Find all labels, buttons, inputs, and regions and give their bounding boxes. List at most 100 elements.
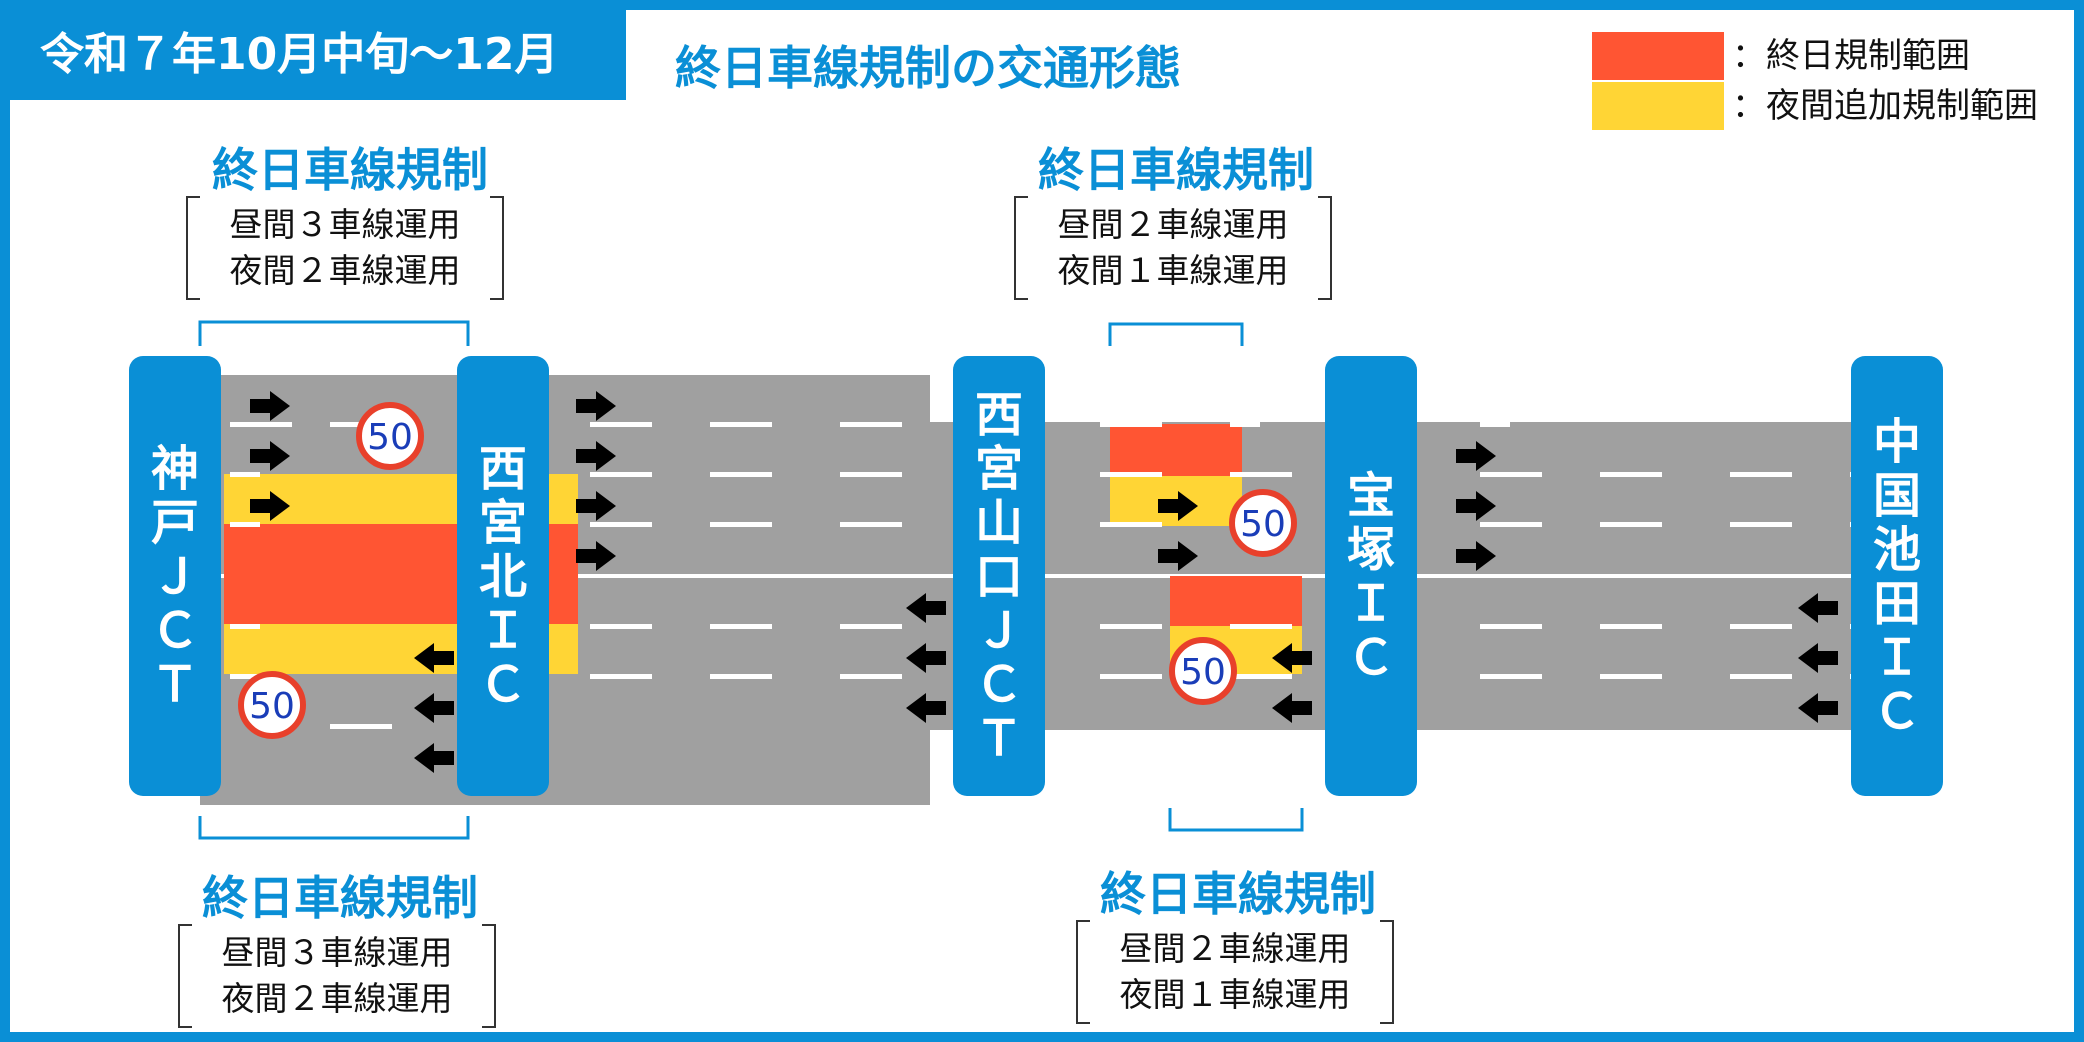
traffic-arrows	[250, 391, 1838, 773]
legend-swatch-full-day	[1592, 32, 1724, 80]
interchange-label-char: Ｃ	[151, 603, 199, 659]
bracket-line-night: 夜間２車線運用	[221, 979, 453, 1018]
arrow-left-icon	[906, 693, 946, 723]
lane-dash	[1230, 422, 1260, 427]
interchange-label-char: Ｉ	[1873, 630, 1921, 686]
interchange-label-char: 中	[1873, 414, 1921, 470]
arrow-left-icon	[414, 643, 454, 673]
lane-dash	[590, 472, 652, 477]
arrow-right-icon	[250, 391, 290, 421]
lane-dash	[590, 674, 652, 679]
interchange-label-char: Ｃ	[1873, 684, 1921, 740]
section-title-bottom-left: 終日車線規制	[202, 871, 478, 925]
legend-label-night: ：夜間追加規制範囲	[1732, 86, 2038, 126]
speed-limit-sign: 50	[356, 402, 424, 470]
lane-dash	[840, 422, 902, 427]
bracket-top-right: 昼間２車線運用 夜間１車線運用	[1014, 196, 1332, 300]
arrow-left-icon	[414, 743, 454, 773]
lane-dash	[230, 472, 260, 477]
bracket-bottom-right: 昼間２車線運用 夜間１車線運用	[1076, 920, 1394, 1024]
arrow-right-icon	[576, 491, 616, 521]
lane-dash	[710, 472, 772, 477]
bracket-line-daytime: 昼間２車線運用	[1119, 929, 1351, 968]
interchange-label-char: Ｃ	[975, 657, 1023, 713]
interchange-label-char: Ｉ	[479, 603, 527, 659]
lane-dash	[230, 522, 260, 527]
speed-limit-sign: 50	[1169, 637, 1237, 705]
interchange-pillar-bg	[1851, 356, 1943, 796]
lane-dash	[710, 522, 772, 527]
lane-dash	[1100, 674, 1162, 679]
speed-limit-sign: 50	[1229, 489, 1297, 557]
bracket-line-night: 夜間１車線運用	[1119, 975, 1351, 1014]
speed-sign-value: 50	[1240, 504, 1286, 545]
lane-dash	[230, 674, 260, 679]
lane-dash	[1480, 624, 1542, 629]
bracket-line-night: 夜間２車線運用	[229, 251, 461, 290]
lane-dash	[1230, 624, 1292, 629]
span-bracket-top-right	[1108, 322, 1244, 346]
arrow-right-icon	[1158, 541, 1198, 571]
lane-dash	[230, 422, 292, 427]
interchange-label-char: 北	[479, 549, 527, 605]
interchange-label-char: Ｉ	[1347, 576, 1395, 632]
lane-dash	[840, 624, 902, 629]
speed-sign-ring	[1229, 489, 1297, 557]
arrow-left-icon	[906, 593, 946, 623]
arrow-left-icon	[1798, 593, 1838, 623]
lane-dash	[710, 624, 772, 629]
lane-dash	[590, 624, 652, 629]
speed-sign-value: 50	[249, 686, 295, 727]
interchange-label-char: 戸	[151, 495, 199, 551]
speed-sign-ring	[238, 671, 306, 739]
lane-dash	[1730, 624, 1792, 629]
interchange-label-char: Ｔ	[975, 711, 1023, 767]
interchange-label-char: 西	[479, 441, 527, 497]
lane-dash	[1230, 472, 1260, 477]
lane-dash	[710, 674, 772, 679]
lane-dash	[840, 472, 902, 477]
lane-dash	[1730, 522, 1792, 527]
interchange-label-char: 田	[1873, 576, 1921, 632]
arrow-left-icon	[1798, 693, 1838, 723]
bracket-line-daytime: 昼間３車線運用	[229, 205, 461, 244]
arrow-right-icon	[576, 441, 616, 471]
lane-dash	[1600, 624, 1662, 629]
interchange-label-char: Ｊ	[975, 603, 1023, 659]
lane-dash	[1480, 472, 1542, 477]
lane-dash	[1100, 472, 1162, 477]
lane-dash	[1100, 624, 1162, 629]
full-day-restriction-area	[1110, 424, 1242, 476]
lane-dash	[1480, 522, 1542, 527]
arrow-right-icon	[250, 441, 290, 471]
speed-sign-ring	[1169, 637, 1237, 705]
lane-dash	[1100, 522, 1162, 527]
interchange-label-char: Ｔ	[151, 657, 199, 713]
arrow-right-icon	[250, 491, 290, 521]
lane-dash	[330, 724, 392, 729]
speed-sign-ring	[356, 402, 424, 470]
interchange-pillar-bg	[1325, 356, 1417, 796]
arrow-right-icon	[1456, 541, 1496, 571]
interchange-pillar-bg	[953, 356, 1045, 796]
span-bracket-top-left	[198, 320, 470, 346]
bracket-line-daytime: 昼間２車線運用	[1057, 205, 1289, 244]
interchange-label-char: 神	[151, 441, 199, 497]
interchange-label-char: 国	[1873, 468, 1921, 524]
interchange-label-char: 西	[975, 387, 1023, 443]
arrow-right-icon	[576, 391, 616, 421]
lane-dash	[590, 522, 652, 527]
full-day-restriction-area	[1170, 576, 1302, 626]
lane-dash	[840, 522, 902, 527]
section-title-bottom-right: 終日車線規制	[1100, 867, 1376, 921]
interchange-label-char: 口	[975, 549, 1023, 605]
section-title-top-left: 終日車線規制	[212, 143, 488, 197]
interchange-pillar-bg	[457, 356, 549, 796]
speed-signs: 50 50 50 50	[238, 402, 1297, 739]
span-bracket-bottom-left	[198, 816, 470, 840]
